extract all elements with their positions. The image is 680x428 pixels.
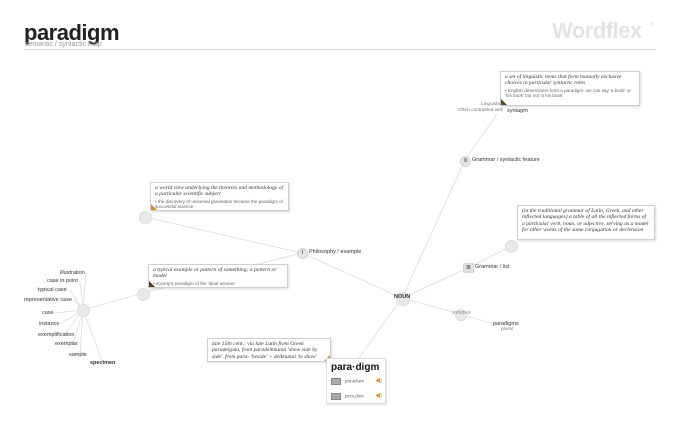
speaker-icon[interactable]: ◀) <box>375 378 382 384</box>
syntax-label: SYNTAX <box>452 311 471 316</box>
noun-label: NOUN <box>394 294 411 300</box>
pronunciation-uk-text: parədʌɪm <box>345 379 364 385</box>
pattern-def-node[interactable] <box>137 288 150 301</box>
headword-card: para·digm parədʌɪm ◀) perə,dam ◀) <box>326 358 386 404</box>
sense-label-grammar-syntactic[interactable]: Grammar / syntactic feature <box>472 157 540 163</box>
contrast-word-syntagm[interactable]: syntagm <box>507 108 528 114</box>
etymology-text: late 15th cent.: via late Latin from Gre… <box>212 341 318 360</box>
synonym-item[interactable]: case in point <box>47 278 78 284</box>
linguistics-label: Linguistics <box>481 102 504 107</box>
synonym-cluster-node[interactable] <box>77 304 90 317</box>
definition-text: (in the traditional grammar of Latin, Gr… <box>522 208 649 234</box>
synonym-item[interactable]: sample <box>69 352 87 358</box>
contrast-text: Often contrasted with <box>458 108 504 113</box>
example-text: • society's paradigm of the 'ideal woman… <box>153 280 236 286</box>
synonym-item[interactable]: illustration <box>60 270 85 276</box>
card-corner-marker <box>151 204 157 210</box>
definition-card-philosophy: a world view underlying the theories and… <box>150 182 289 211</box>
definition-card-pattern: a typical example or pattern of somethin… <box>148 264 288 288</box>
sense-badge-grammar-syntactic[interactable]: II <box>460 156 471 167</box>
synonym-item[interactable]: case <box>42 310 54 316</box>
synonym-item[interactable]: representative case <box>24 297 72 303</box>
definition-card-grammar-syntactic: a set of linguistic items that form mutu… <box>500 71 640 106</box>
pronunciation-us-text: perə,dam <box>345 394 364 400</box>
plural-word[interactable]: paradigms <box>493 321 519 327</box>
synonym-item[interactable]: exemplar <box>55 341 78 347</box>
synonym-item[interactable]: exemplification <box>38 332 75 338</box>
noun-node[interactable] <box>396 292 410 306</box>
page-subtitle: semantic / syntactic map <box>25 41 102 48</box>
definition-card-grammar-list: (in the traditional grammar of Latin, Gr… <box>517 205 655 240</box>
card-corner-marker <box>501 99 507 105</box>
us-flag-icon <box>331 393 341 400</box>
plural-label: plural <box>501 327 513 332</box>
pronunciation-us: perə,dam <box>331 393 364 401</box>
headword: para·digm <box>331 362 380 373</box>
logo-registered-mark: ® <box>650 22 654 28</box>
synonym-item[interactable]: instance <box>39 321 60 327</box>
pronunciation-uk: parədʌɪm <box>331 378 364 386</box>
sense-label-philosophy[interactable]: Philosophy / example <box>309 249 362 255</box>
wordflex-logo: Wordflex <box>552 18 642 43</box>
sense-badge-philosophy[interactable]: I <box>297 248 308 259</box>
synonym-item[interactable]: typical case <box>38 287 67 293</box>
header-divider <box>24 49 656 50</box>
card-corner-marker <box>149 281 155 287</box>
example-text: • the discovery of universal gravitation… <box>155 198 284 210</box>
definition-text: a typical example or pattern of somethin… <box>153 267 277 280</box>
syntax-node[interactable] <box>455 309 467 321</box>
sense-label-grammar-list[interactable]: Grammar / list <box>475 264 510 270</box>
definition-text: a set of linguistic items that form mutu… <box>505 74 622 87</box>
uk-flag-icon <box>331 378 341 385</box>
sense-badge-grammar-list[interactable]: III <box>463 263 474 273</box>
example-text: • English determiners form a paradigm: w… <box>505 87 631 99</box>
grammar-list-def-node[interactable] <box>505 240 518 253</box>
page-title: paradigm <box>24 20 120 45</box>
synonym-item[interactable]: specimen <box>90 360 116 366</box>
definition-text: a world view underlying the theories and… <box>155 185 284 198</box>
speaker-icon[interactable]: ◀) <box>375 393 382 399</box>
etymology-card: late 15th cent.: via late Latin from Gre… <box>207 338 331 362</box>
philosophy-def-node[interactable] <box>139 211 152 224</box>
